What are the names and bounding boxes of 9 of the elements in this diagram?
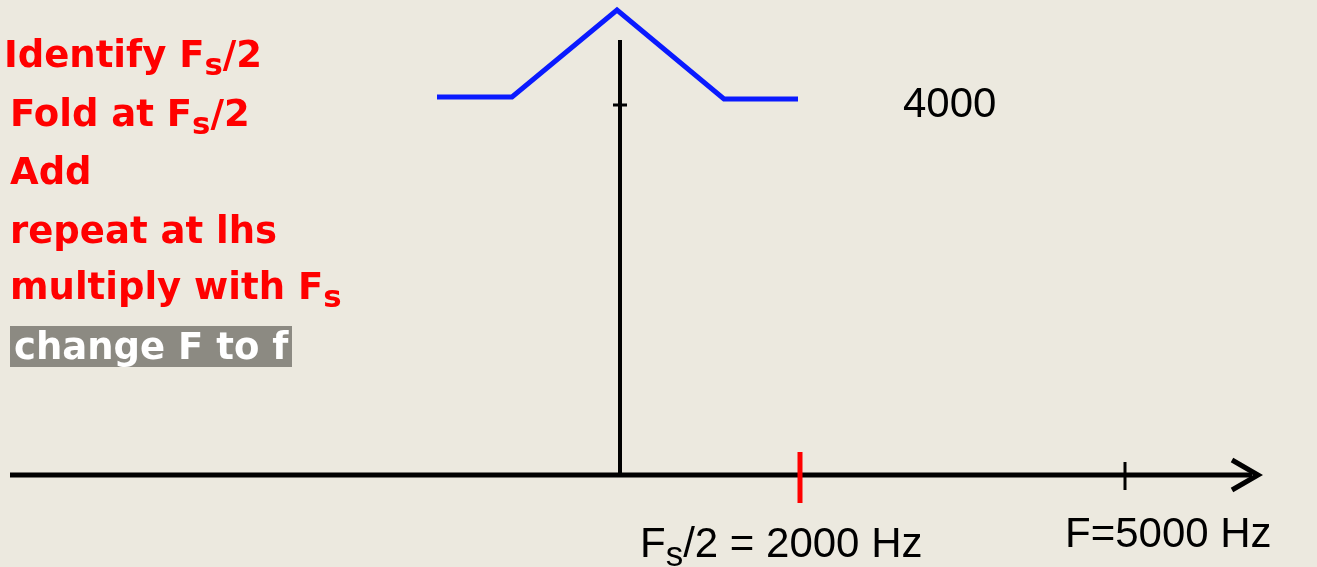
instruction-step: Identify F$_{s}$/2: [4, 36, 263, 81]
instruction-step: change F to f: [10, 326, 293, 367]
instruction-step: Fold at F$_{s}$/2: [10, 95, 250, 140]
axis-label: F=5000 Hz: [1065, 512, 1272, 554]
axis-label: F$_{s}$/2 = 2000 Hz: [640, 522, 923, 567]
value-label: 4000: [903, 82, 997, 124]
instruction-step: Add: [10, 153, 92, 190]
instruction-step: multiply with F$_{s}$: [10, 268, 342, 313]
instruction-step: repeat at lhs: [10, 212, 278, 249]
